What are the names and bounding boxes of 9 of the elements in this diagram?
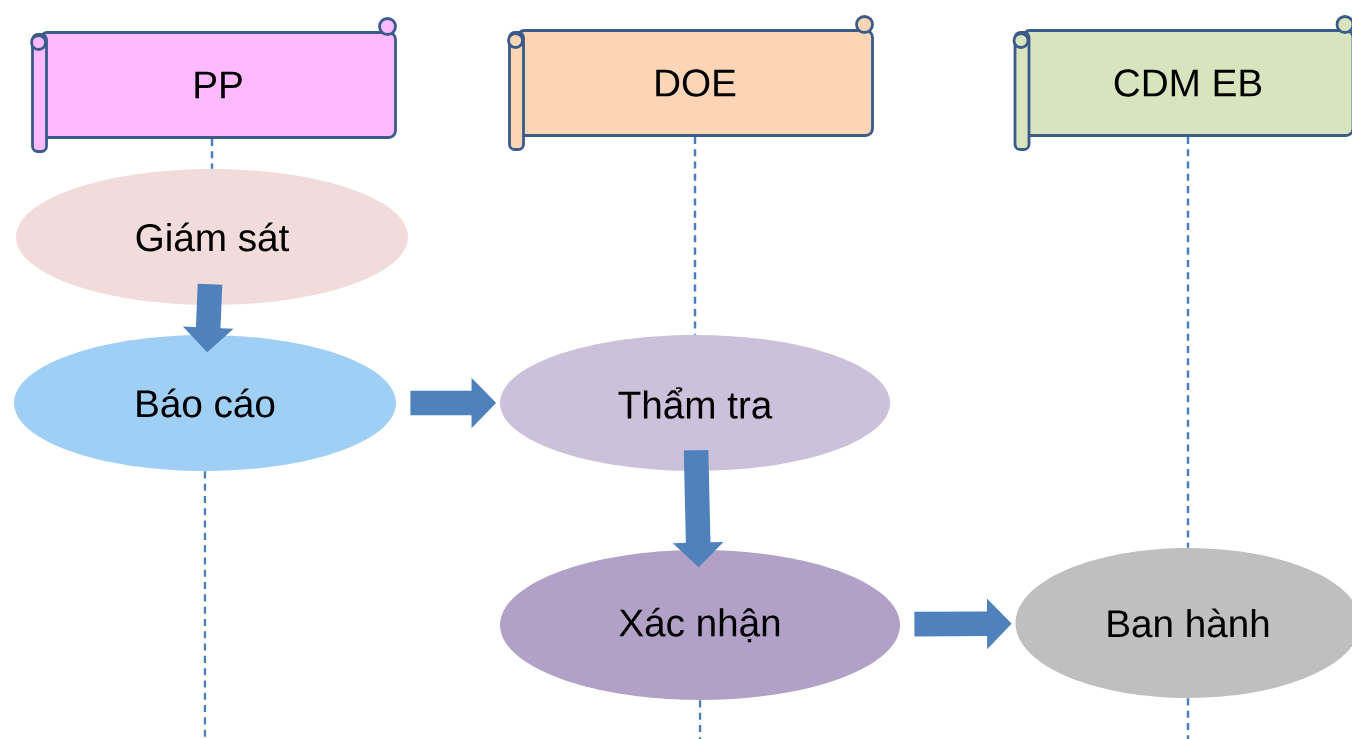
lifeline — [698, 700, 702, 739]
lifeline — [1186, 698, 1190, 739]
lifeline — [210, 138, 214, 169]
lifeline — [203, 471, 207, 739]
lifeline — [1186, 136, 1190, 548]
scroll-banner: DOE — [507, 15, 874, 151]
scroll-banner: CDM EB — [1012, 15, 1352, 151]
lifeline — [693, 136, 697, 335]
scroll-banner: PP — [30, 17, 397, 153]
